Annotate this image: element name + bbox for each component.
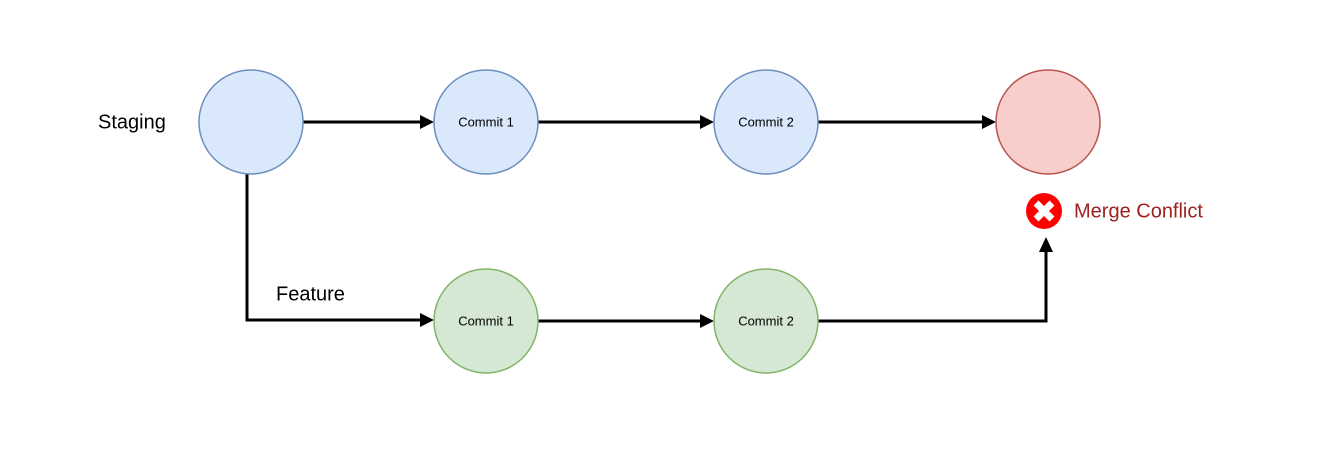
edge-feature-commit2-to-conflict[interactable] [818,237,1053,323]
error-circle-x-icon [1026,193,1062,229]
arrowhead-up-icon [1039,237,1053,252]
node-circle [713,268,819,374]
node-staging-commit-2[interactable]: Commit 2 [713,69,819,175]
edge-line [245,174,430,322]
arrowhead-right-icon [700,115,714,129]
node-circle [995,69,1101,175]
node-label: Commit 2 [738,313,794,328]
arrowhead-right-icon [982,115,996,129]
edge-staging-commit2-to-merge-target[interactable] [818,115,996,129]
arrowhead-right-icon [700,314,714,328]
node-circle [433,268,539,374]
node-label: Commit 2 [738,114,794,129]
node-staging-commit-1[interactable]: Commit 1 [433,69,539,175]
node-label: Commit 1 [458,313,514,328]
merge-conflict-marker[interactable]: Merge Conflict [1026,193,1203,229]
merge-conflict-label: Merge Conflict [1074,200,1203,222]
edge-staging-head-to-commit1[interactable] [303,115,434,129]
branch-labels-layer: Staging Feature [98,111,345,305]
arrowhead-right-icon [420,313,434,327]
edge-staging-commit1-to-commit2[interactable] [538,115,714,129]
node-feature-commit-2[interactable]: Commit 2 [713,268,819,374]
edge-feature-commit1-to-commit2[interactable] [538,314,714,328]
feature-branch-nodes: Commit 1 Commit 2 [433,268,819,374]
node-circle [433,69,539,175]
error-x-stroke-2 [1033,200,1055,222]
node-circle [713,69,819,175]
node-merge-target[interactable] [995,69,1101,175]
node-staging-head[interactable] [198,69,304,175]
edge-line [818,244,1048,323]
staging-branch-nodes: Commit 1 Commit 2 [198,69,1101,175]
arrowhead-right-icon [420,115,434,129]
branch-label-feature: Feature [276,283,345,305]
node-circle [198,69,304,175]
edge-branch-off-to-feature-commit1[interactable] [245,174,434,327]
node-feature-commit-1[interactable]: Commit 1 [433,268,539,374]
branch-label-staging: Staging [98,111,166,133]
node-label: Commit 1 [458,114,514,129]
edges-layer [245,115,1053,328]
